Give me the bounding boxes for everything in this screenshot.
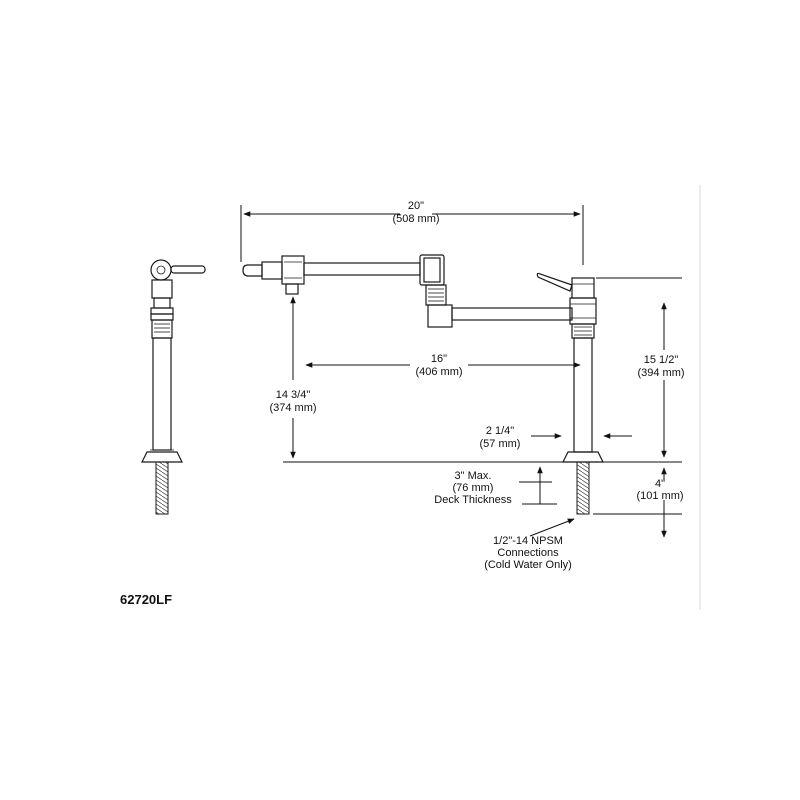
overall-reach-metric-label: (508 mm) xyxy=(392,213,439,225)
base-diameter-metric-label: (57 mm) xyxy=(480,438,521,450)
faucet-front-view xyxy=(242,254,604,515)
deck-thickness-caption: Deck Thickness xyxy=(434,494,512,506)
dimension-labels: 20" (508 mm) 16" (406 mm) 14 3/4" (374 m… xyxy=(120,200,685,607)
spout-height-label: 14 3/4" xyxy=(276,389,311,401)
spout-height-metric-label: (374 mm) xyxy=(269,402,316,414)
shank-length-metric-label: (101 mm) xyxy=(636,490,683,502)
arm-reach-metric-label: (406 mm) xyxy=(415,366,462,378)
faucet-side-view xyxy=(141,259,206,515)
connections-note: (Cold Water Only) xyxy=(484,559,572,571)
model-number: 62720LF xyxy=(120,592,172,607)
deck-thickness-metric-label: (76 mm) xyxy=(453,482,494,494)
deck-thickness-label: 3" Max. xyxy=(455,470,492,482)
connections-caption: Connections xyxy=(497,547,559,559)
overall-height-label: 15 1/2" xyxy=(644,354,679,366)
overall-height-metric-label: (394 mm) xyxy=(637,367,684,379)
dimension-lines xyxy=(240,205,682,538)
overall-reach-label: 20" xyxy=(408,200,424,212)
connections-label: 1/2"-14 NPSM xyxy=(493,535,563,547)
shank-length-label: 4" xyxy=(655,478,665,490)
base-diameter-label: 2 1/4" xyxy=(486,425,514,437)
arm-reach-label: 16" xyxy=(431,353,447,365)
